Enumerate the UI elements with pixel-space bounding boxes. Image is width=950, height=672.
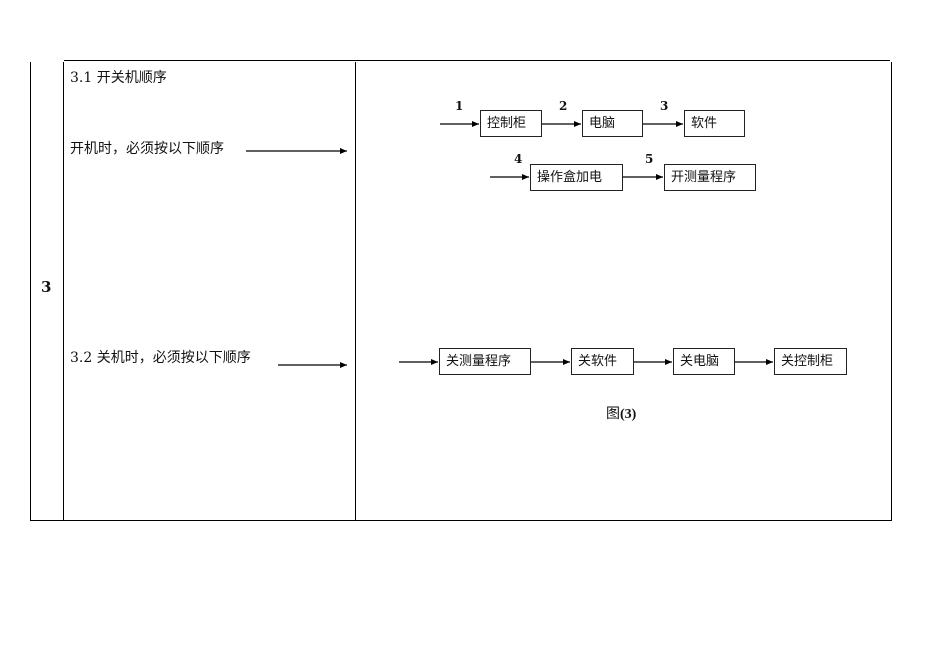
- step-number-5: 5: [645, 152, 654, 166]
- shutdown-instruction: 3.2 关机时，必须按以下顺序: [70, 350, 251, 366]
- table-frame: [30, 62, 892, 521]
- step-box-operation-box-power: 操作盒加电: [530, 164, 623, 191]
- step-box-computer: 电脑: [582, 110, 643, 137]
- section-number: 3: [41, 278, 52, 296]
- step-box-software: 软件: [684, 110, 745, 137]
- shutdown-box-close-cabinet: 关控制柜: [774, 348, 847, 375]
- step-number-1: 1: [455, 99, 464, 113]
- startup-instruction: 开机时，必须按以下顺序: [70, 141, 224, 157]
- step-number-3: 3: [660, 99, 669, 113]
- figure-caption-number: (3): [620, 407, 637, 422]
- column-divider-2: [355, 62, 356, 521]
- step-number-2: 2: [559, 99, 568, 113]
- table-top-border: [64, 60, 890, 61]
- shutdown-box-close-measurement: 关测量程序: [439, 348, 531, 375]
- column-divider-1: [63, 62, 64, 521]
- step-number-4: 4: [514, 152, 523, 166]
- figure-caption-prefix: 图: [606, 406, 620, 422]
- step-box-open-measurement: 开测量程序: [664, 164, 756, 191]
- figure-caption: 图(3): [606, 403, 636, 423]
- shutdown-box-close-computer: 关电脑: [673, 348, 735, 375]
- section-heading: 3.1 开关机顺序: [70, 70, 167, 86]
- step-box-control-cabinet: 控制柜: [480, 110, 542, 137]
- shutdown-box-close-software: 关软件: [571, 348, 634, 375]
